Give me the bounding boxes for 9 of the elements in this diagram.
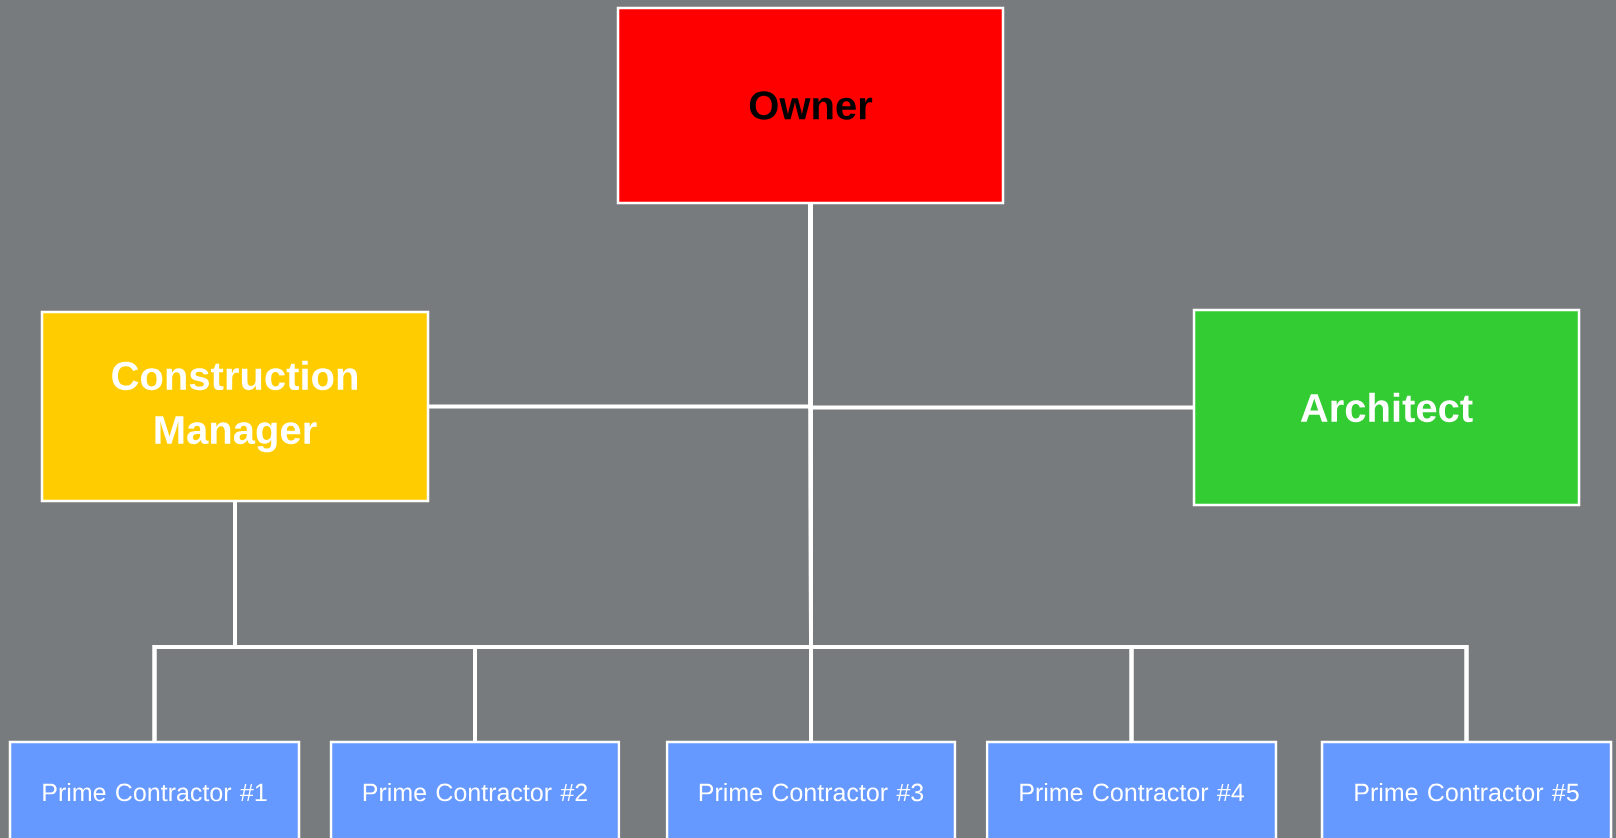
contractor-box: Prime Contractor #1 xyxy=(8,740,301,838)
contractor-box: Prime Contractor #5 xyxy=(1320,740,1613,838)
contractor-box: Prime Contractor #4 xyxy=(985,740,1278,838)
owner-box: Owner xyxy=(616,6,1005,205)
role-box: Construction Manager xyxy=(40,310,430,503)
connector-line xyxy=(233,500,1469,743)
role-box: Architect xyxy=(1192,308,1581,507)
contractor-box: Prime Contractor #2 xyxy=(329,740,621,838)
contractor-box: Prime Contractor #3 xyxy=(665,740,957,838)
